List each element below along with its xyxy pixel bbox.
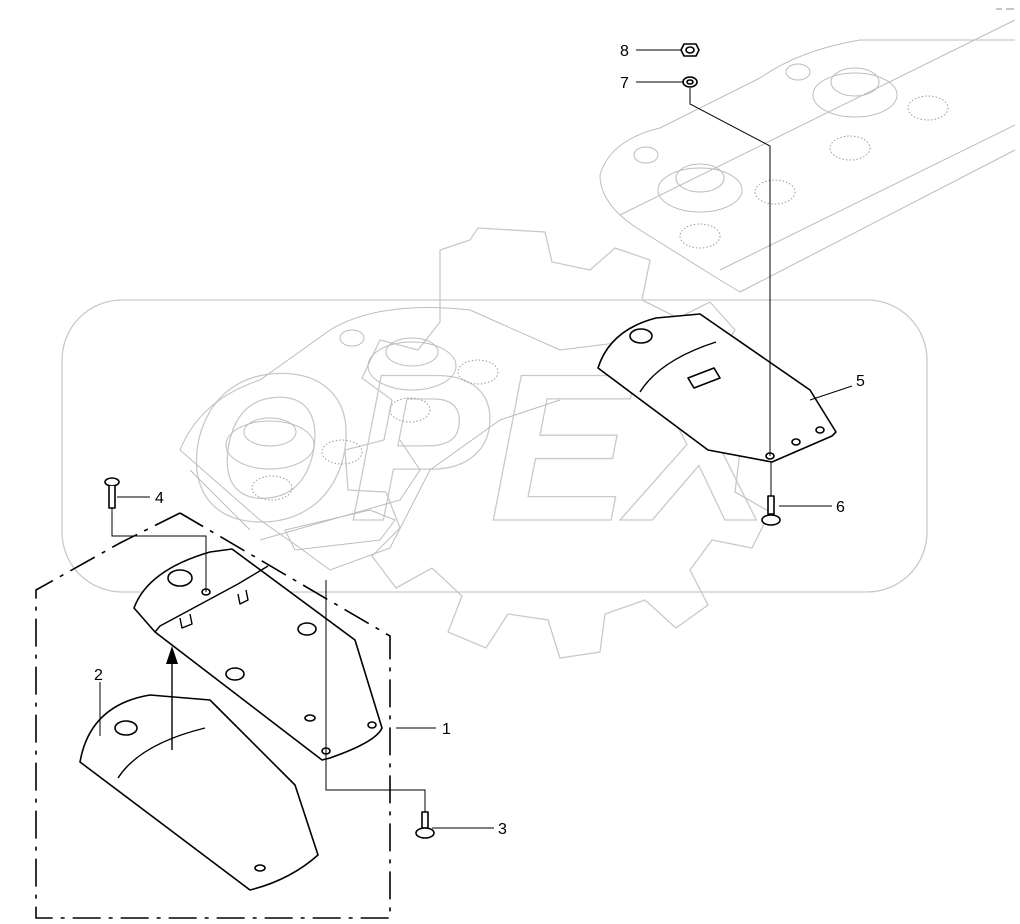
part-3-bolt	[415, 811, 435, 839]
part-5-skid-plate	[597, 313, 837, 463]
callout-2: 2	[94, 667, 103, 684]
cutterbar-ghost-upper	[599, 19, 1016, 293]
callout-4: 4	[155, 490, 164, 507]
callout-6: 6	[836, 499, 845, 516]
callout-labels: 4 1 2 3 5 6 7 8	[94, 43, 865, 838]
callout-1: 1	[442, 721, 451, 738]
callout-leaders	[99, 49, 853, 829]
direction-arrow	[166, 646, 178, 750]
corner-mark	[996, 8, 1014, 10]
callout-5: 5	[856, 373, 865, 390]
callout-3: 3	[498, 821, 507, 838]
part-2-wear-plate	[79, 694, 319, 891]
assembly-boundary	[35, 512, 391, 919]
callout-8: 8	[620, 43, 629, 60]
part-4-bolt	[104, 477, 120, 509]
assembly-lines	[111, 88, 772, 812]
part-6-bolt	[761, 495, 781, 526]
cutterbar-ghost-lower	[179, 307, 641, 571]
callout-7: 7	[620, 75, 629, 92]
part-8-nut	[680, 43, 700, 57]
part-1-skid-plate	[133, 548, 383, 761]
part-7-washer	[682, 76, 698, 88]
